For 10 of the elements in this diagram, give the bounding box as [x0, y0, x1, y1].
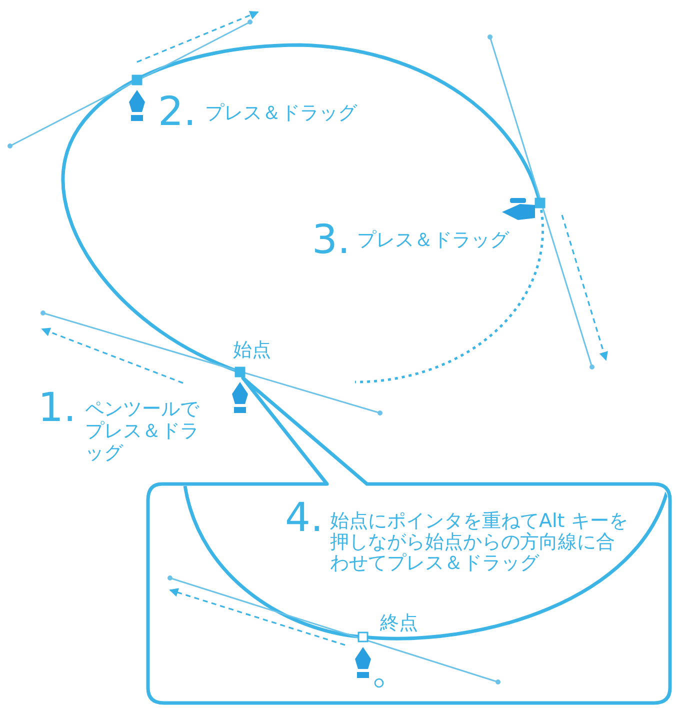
step-number: 1.	[38, 388, 76, 428]
instruction-text: プレス＆ドラッグ	[357, 229, 509, 251]
point-label: 終点	[380, 612, 418, 634]
instruction-text: 始点にポインタを重ねてAlt キーを押しながら始点からの方向線に合わせてプレス＆ドラッグ	[330, 511, 629, 574]
instruction-text: プレス＆ドラッグ	[205, 102, 357, 124]
step-number: 4.	[285, 498, 324, 538]
instruction-text: ペンツールでプレス＆ドラッグ	[85, 398, 200, 464]
step-number: 2.	[158, 92, 196, 132]
step-number: 3.	[312, 220, 350, 260]
point-label: 始点	[233, 339, 271, 361]
